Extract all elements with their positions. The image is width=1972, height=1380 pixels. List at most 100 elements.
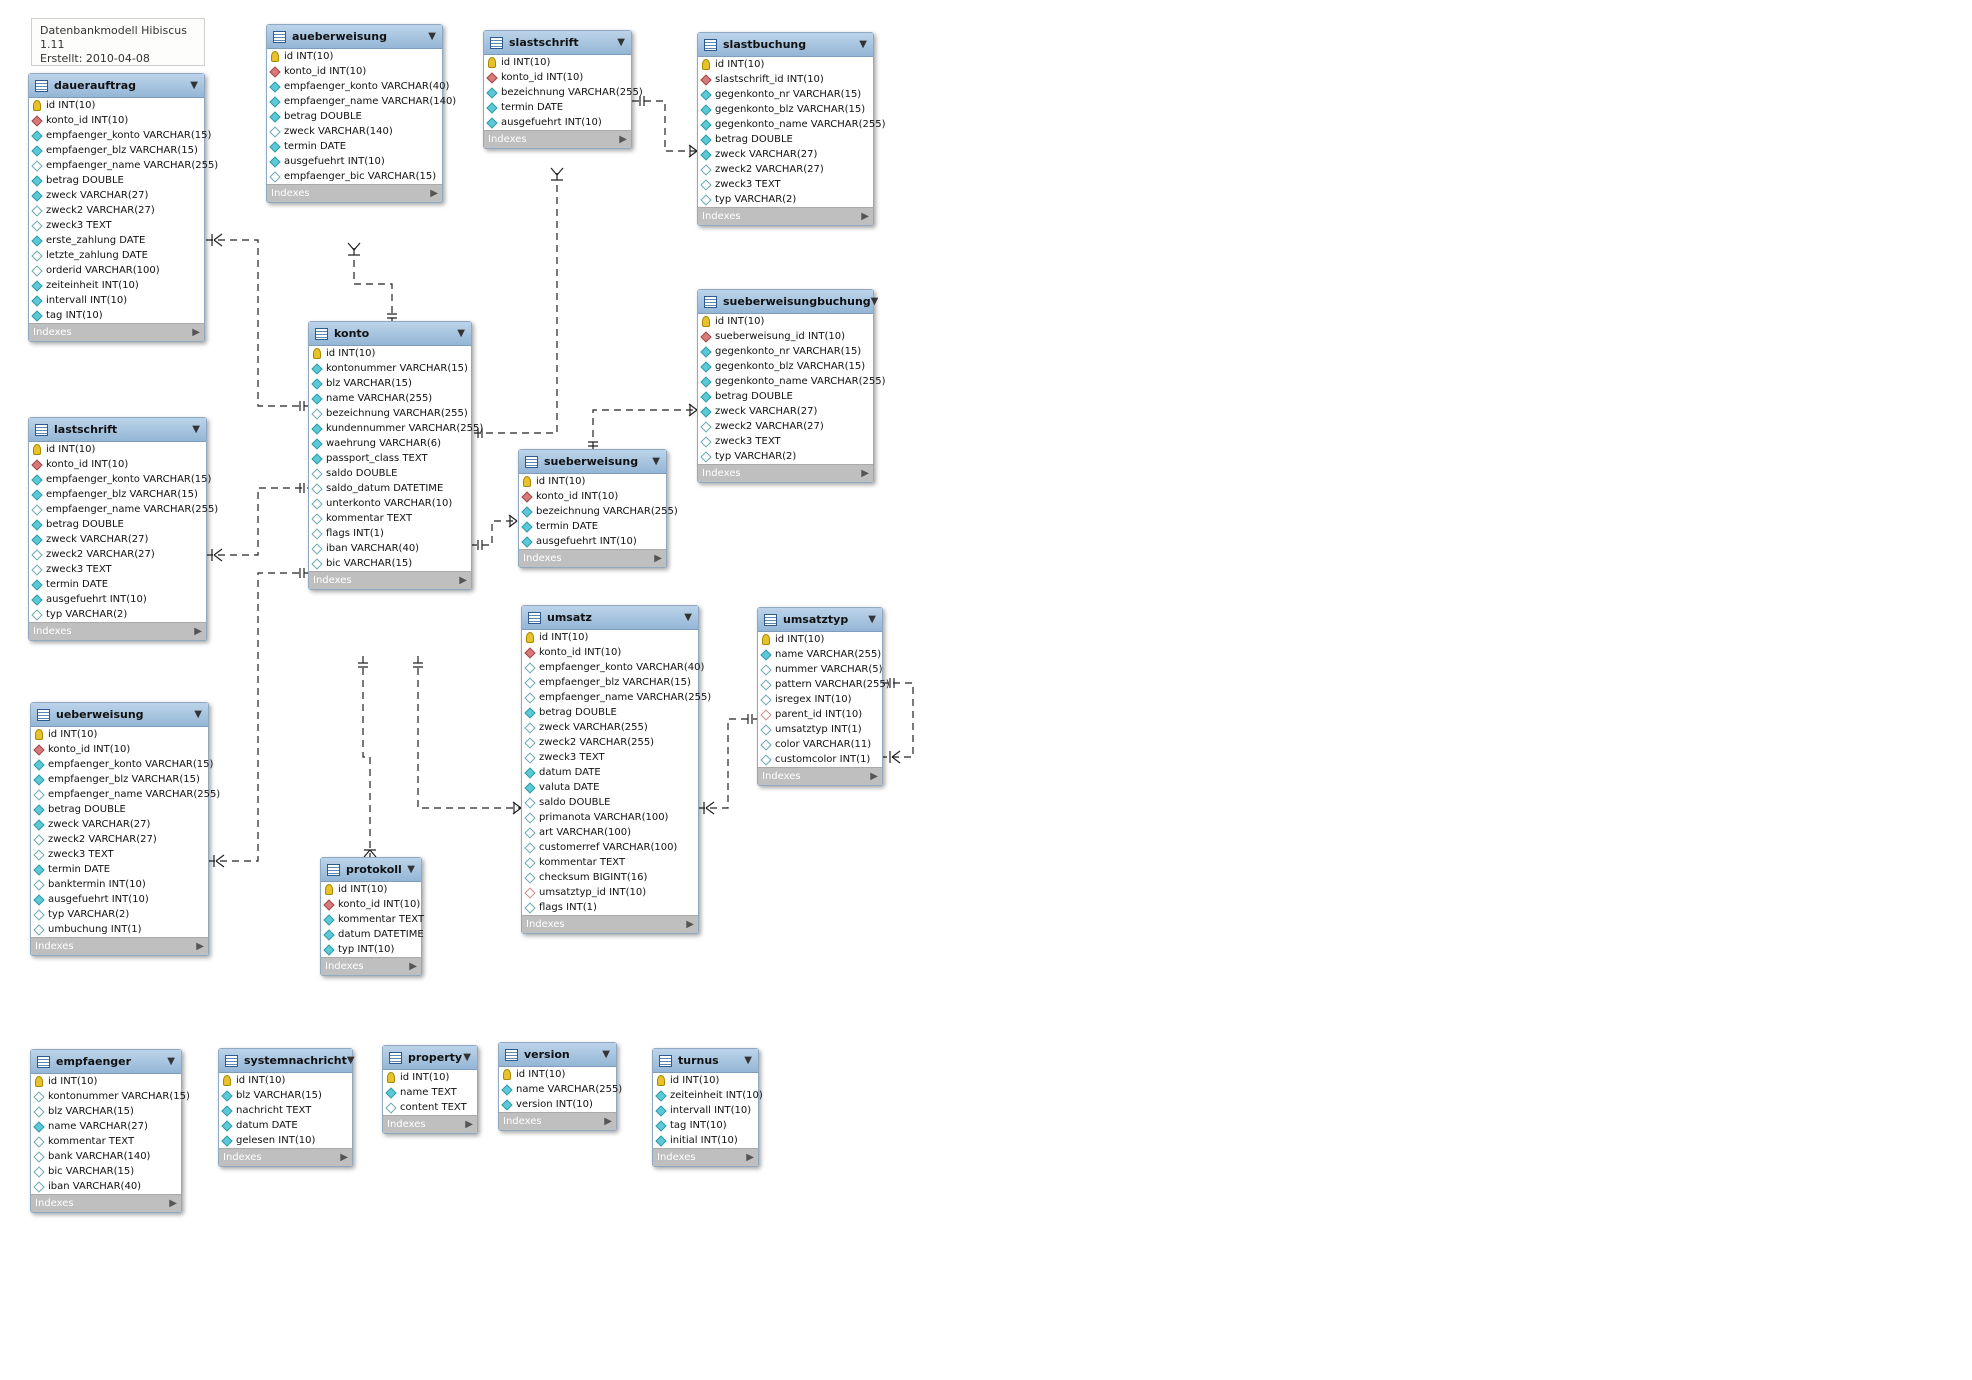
- expand-arrow-icon[interactable]: ▶: [619, 134, 627, 145]
- column-row: termin DATE: [267, 139, 442, 154]
- table-header[interactable]: protokoll▼: [321, 858, 421, 882]
- table-slastschrift[interactable]: slastschrift▼id INT(10)konto_id INT(10)b…: [483, 30, 643, 149]
- table-header[interactable]: systemnachricht▼: [219, 1049, 355, 1073]
- indexes-section[interactable]: Indexes▶: [499, 1112, 616, 1130]
- nullable-column-icon: [31, 503, 43, 516]
- indexes-section[interactable]: Indexes▶: [383, 1115, 477, 1133]
- indexes-section[interactable]: Indexes▶: [31, 1194, 181, 1212]
- collapse-arrow-icon[interactable]: ▼: [684, 612, 692, 623]
- table-umsatz[interactable]: umsatz▼id INT(10)konto_id INT(10)empfaen…: [521, 605, 711, 934]
- collapse-arrow-icon[interactable]: ▼: [859, 39, 867, 50]
- column-label: kommentar TEXT: [338, 914, 425, 925]
- table-header[interactable]: property▼: [383, 1046, 477, 1070]
- table-header[interactable]: sueberweisung▼: [519, 450, 666, 474]
- expand-arrow-icon[interactable]: ▶: [194, 626, 202, 637]
- indexes-section[interactable]: Indexes▶: [29, 622, 206, 640]
- table-slastbuchung[interactable]: slastbuchung▼id INT(10)slastschrift_id I…: [697, 32, 885, 226]
- expand-arrow-icon[interactable]: ▶: [459, 575, 467, 586]
- table-empfaenger[interactable]: empfaenger▼id INT(10)kontonummer VARCHAR…: [30, 1049, 190, 1213]
- table-sueberweisung[interactable]: sueberweisung▼id INT(10)konto_id INT(10)…: [518, 449, 678, 568]
- indexes-section[interactable]: Indexes▶: [653, 1148, 758, 1166]
- table-header[interactable]: version▼: [499, 1043, 616, 1067]
- expand-arrow-icon[interactable]: ▶: [870, 771, 878, 782]
- column-label: zweck3 TEXT: [46, 564, 112, 575]
- expand-arrow-icon[interactable]: ▶: [169, 1198, 177, 1209]
- collapse-arrow-icon[interactable]: ▼: [190, 80, 198, 91]
- table-ueberweisung[interactable]: ueberweisung▼id INT(10)konto_id INT(10)e…: [30, 702, 220, 956]
- collapse-arrow-icon[interactable]: ▼: [194, 709, 202, 720]
- table-header[interactable]: empfaenger▼: [31, 1050, 181, 1074]
- indexes-section[interactable]: Indexes▶: [321, 957, 421, 975]
- indexes-section[interactable]: Indexes▶: [698, 207, 873, 225]
- collapse-arrow-icon[interactable]: ▼: [744, 1055, 752, 1066]
- indexes-section[interactable]: Indexes▶: [29, 323, 204, 341]
- table-lastschrift[interactable]: lastschrift▼id INT(10)konto_id INT(10)em…: [28, 417, 218, 641]
- collapse-arrow-icon[interactable]: ▼: [463, 1052, 471, 1063]
- not-null-column-icon: [700, 148, 712, 161]
- indexes-section[interactable]: Indexes▶: [519, 549, 666, 567]
- table-konto[interactable]: konto▼id INT(10)kontonummer VARCHAR(15)b…: [308, 321, 483, 590]
- table-header[interactable]: ueberweisung▼: [31, 703, 208, 727]
- expand-arrow-icon[interactable]: ▶: [465, 1119, 473, 1130]
- table-umsatztyp[interactable]: umsatztyp▼id INT(10)name VARCHAR(255)num…: [757, 607, 890, 786]
- indexes-section[interactable]: Indexes▶: [758, 767, 882, 785]
- table-systemnachricht[interactable]: systemnachricht▼id INT(10)blz VARCHAR(15…: [218, 1048, 355, 1167]
- expand-arrow-icon[interactable]: ▶: [861, 211, 869, 222]
- indexes-section[interactable]: Indexes▶: [219, 1148, 352, 1166]
- table-header[interactable]: slastbuchung▼: [698, 33, 873, 57]
- indexes-section[interactable]: Indexes▶: [522, 915, 698, 933]
- table-protokoll[interactable]: protokoll▼id INT(10)konto_id INT(10)komm…: [320, 857, 425, 976]
- table-sueberweisungbuchung[interactable]: sueberweisungbuchung▼id INT(10)sueberwei…: [697, 289, 885, 483]
- indexes-section[interactable]: Indexes▶: [267, 184, 442, 202]
- table-header[interactable]: sueberweisungbuchung▼: [698, 290, 878, 314]
- expand-arrow-icon[interactable]: ▶: [192, 327, 200, 338]
- expand-arrow-icon[interactable]: ▶: [340, 1152, 348, 1163]
- column-label: unterkonto VARCHAR(10): [326, 498, 453, 509]
- expand-arrow-icon[interactable]: ▶: [409, 961, 417, 972]
- table-dauerauftrag[interactable]: dauerauftrag▼id INT(10)konto_id INT(10)e…: [28, 73, 218, 342]
- expand-arrow-icon[interactable]: ▶: [861, 468, 869, 479]
- expand-arrow-icon[interactable]: ▶: [196, 941, 204, 952]
- column-row: content TEXT: [383, 1100, 477, 1115]
- not-null-column-icon: [31, 174, 43, 187]
- column-label: erste_zahlung DATE: [46, 235, 146, 246]
- table-header[interactable]: aueberweisung▼: [267, 25, 442, 49]
- indexes-section[interactable]: Indexes ▶: [484, 130, 631, 148]
- table-header[interactable]: slastschrift▼: [484, 31, 631, 55]
- collapse-arrow-icon[interactable]: ▼: [346, 1055, 355, 1066]
- table-header[interactable]: umsatztyp▼: [758, 608, 882, 632]
- collapse-arrow-icon[interactable]: ▼: [602, 1049, 610, 1060]
- column-label: gegenkonto_blz VARCHAR(15): [715, 361, 866, 372]
- collapse-arrow-icon[interactable]: ▼: [617, 37, 625, 48]
- table-header[interactable]: dauerauftrag▼: [29, 74, 204, 98]
- table-header[interactable]: lastschrift▼: [29, 418, 206, 442]
- nullable-column-icon: [33, 1135, 45, 1148]
- indexes-section[interactable]: Indexes▶: [31, 937, 208, 955]
- expand-arrow-icon[interactable]: ▶: [430, 188, 438, 199]
- collapse-arrow-icon[interactable]: ▼: [457, 328, 465, 339]
- indexes-section[interactable]: Indexes▶: [698, 464, 873, 482]
- expand-arrow-icon[interactable]: ▶: [654, 553, 662, 564]
- collapse-arrow-icon[interactable]: ▼: [407, 864, 415, 875]
- table-header[interactable]: umsatz▼: [522, 606, 698, 630]
- table-header[interactable]: konto▼: [309, 322, 471, 346]
- collapse-arrow-icon[interactable]: ▼: [652, 456, 660, 467]
- collapse-arrow-icon[interactable]: ▼: [870, 296, 879, 307]
- table-turnus[interactable]: turnus▼id INT(10)zeiteinheit INT(10)inte…: [652, 1048, 763, 1167]
- collapse-arrow-icon[interactable]: ▼: [192, 424, 200, 435]
- expand-arrow-icon[interactable]: ▶: [604, 1116, 612, 1127]
- column-label: betrag DOUBLE: [48, 804, 126, 815]
- column-row: color VARCHAR(11): [758, 737, 882, 752]
- expand-arrow-icon[interactable]: ▶: [686, 919, 694, 930]
- collapse-arrow-icon[interactable]: ▼: [167, 1056, 175, 1067]
- column-row: id INT(10): [653, 1073, 758, 1088]
- collapse-arrow-icon[interactable]: ▼: [428, 31, 436, 42]
- collapse-arrow-icon[interactable]: ▼: [868, 614, 876, 625]
- expand-arrow-icon[interactable]: ▶: [746, 1152, 754, 1163]
- table-header[interactable]: turnus▼: [653, 1049, 758, 1073]
- table-aueberweisung[interactable]: aueberweisung▼id INT(10)konto_id INT(10)…: [266, 24, 456, 203]
- table-version[interactable]: version▼id INT(10)name VARCHAR(255)versi…: [498, 1042, 622, 1131]
- indexes-section[interactable]: Indexes▶: [309, 571, 471, 589]
- indexes-label: Indexes: [488, 134, 527, 145]
